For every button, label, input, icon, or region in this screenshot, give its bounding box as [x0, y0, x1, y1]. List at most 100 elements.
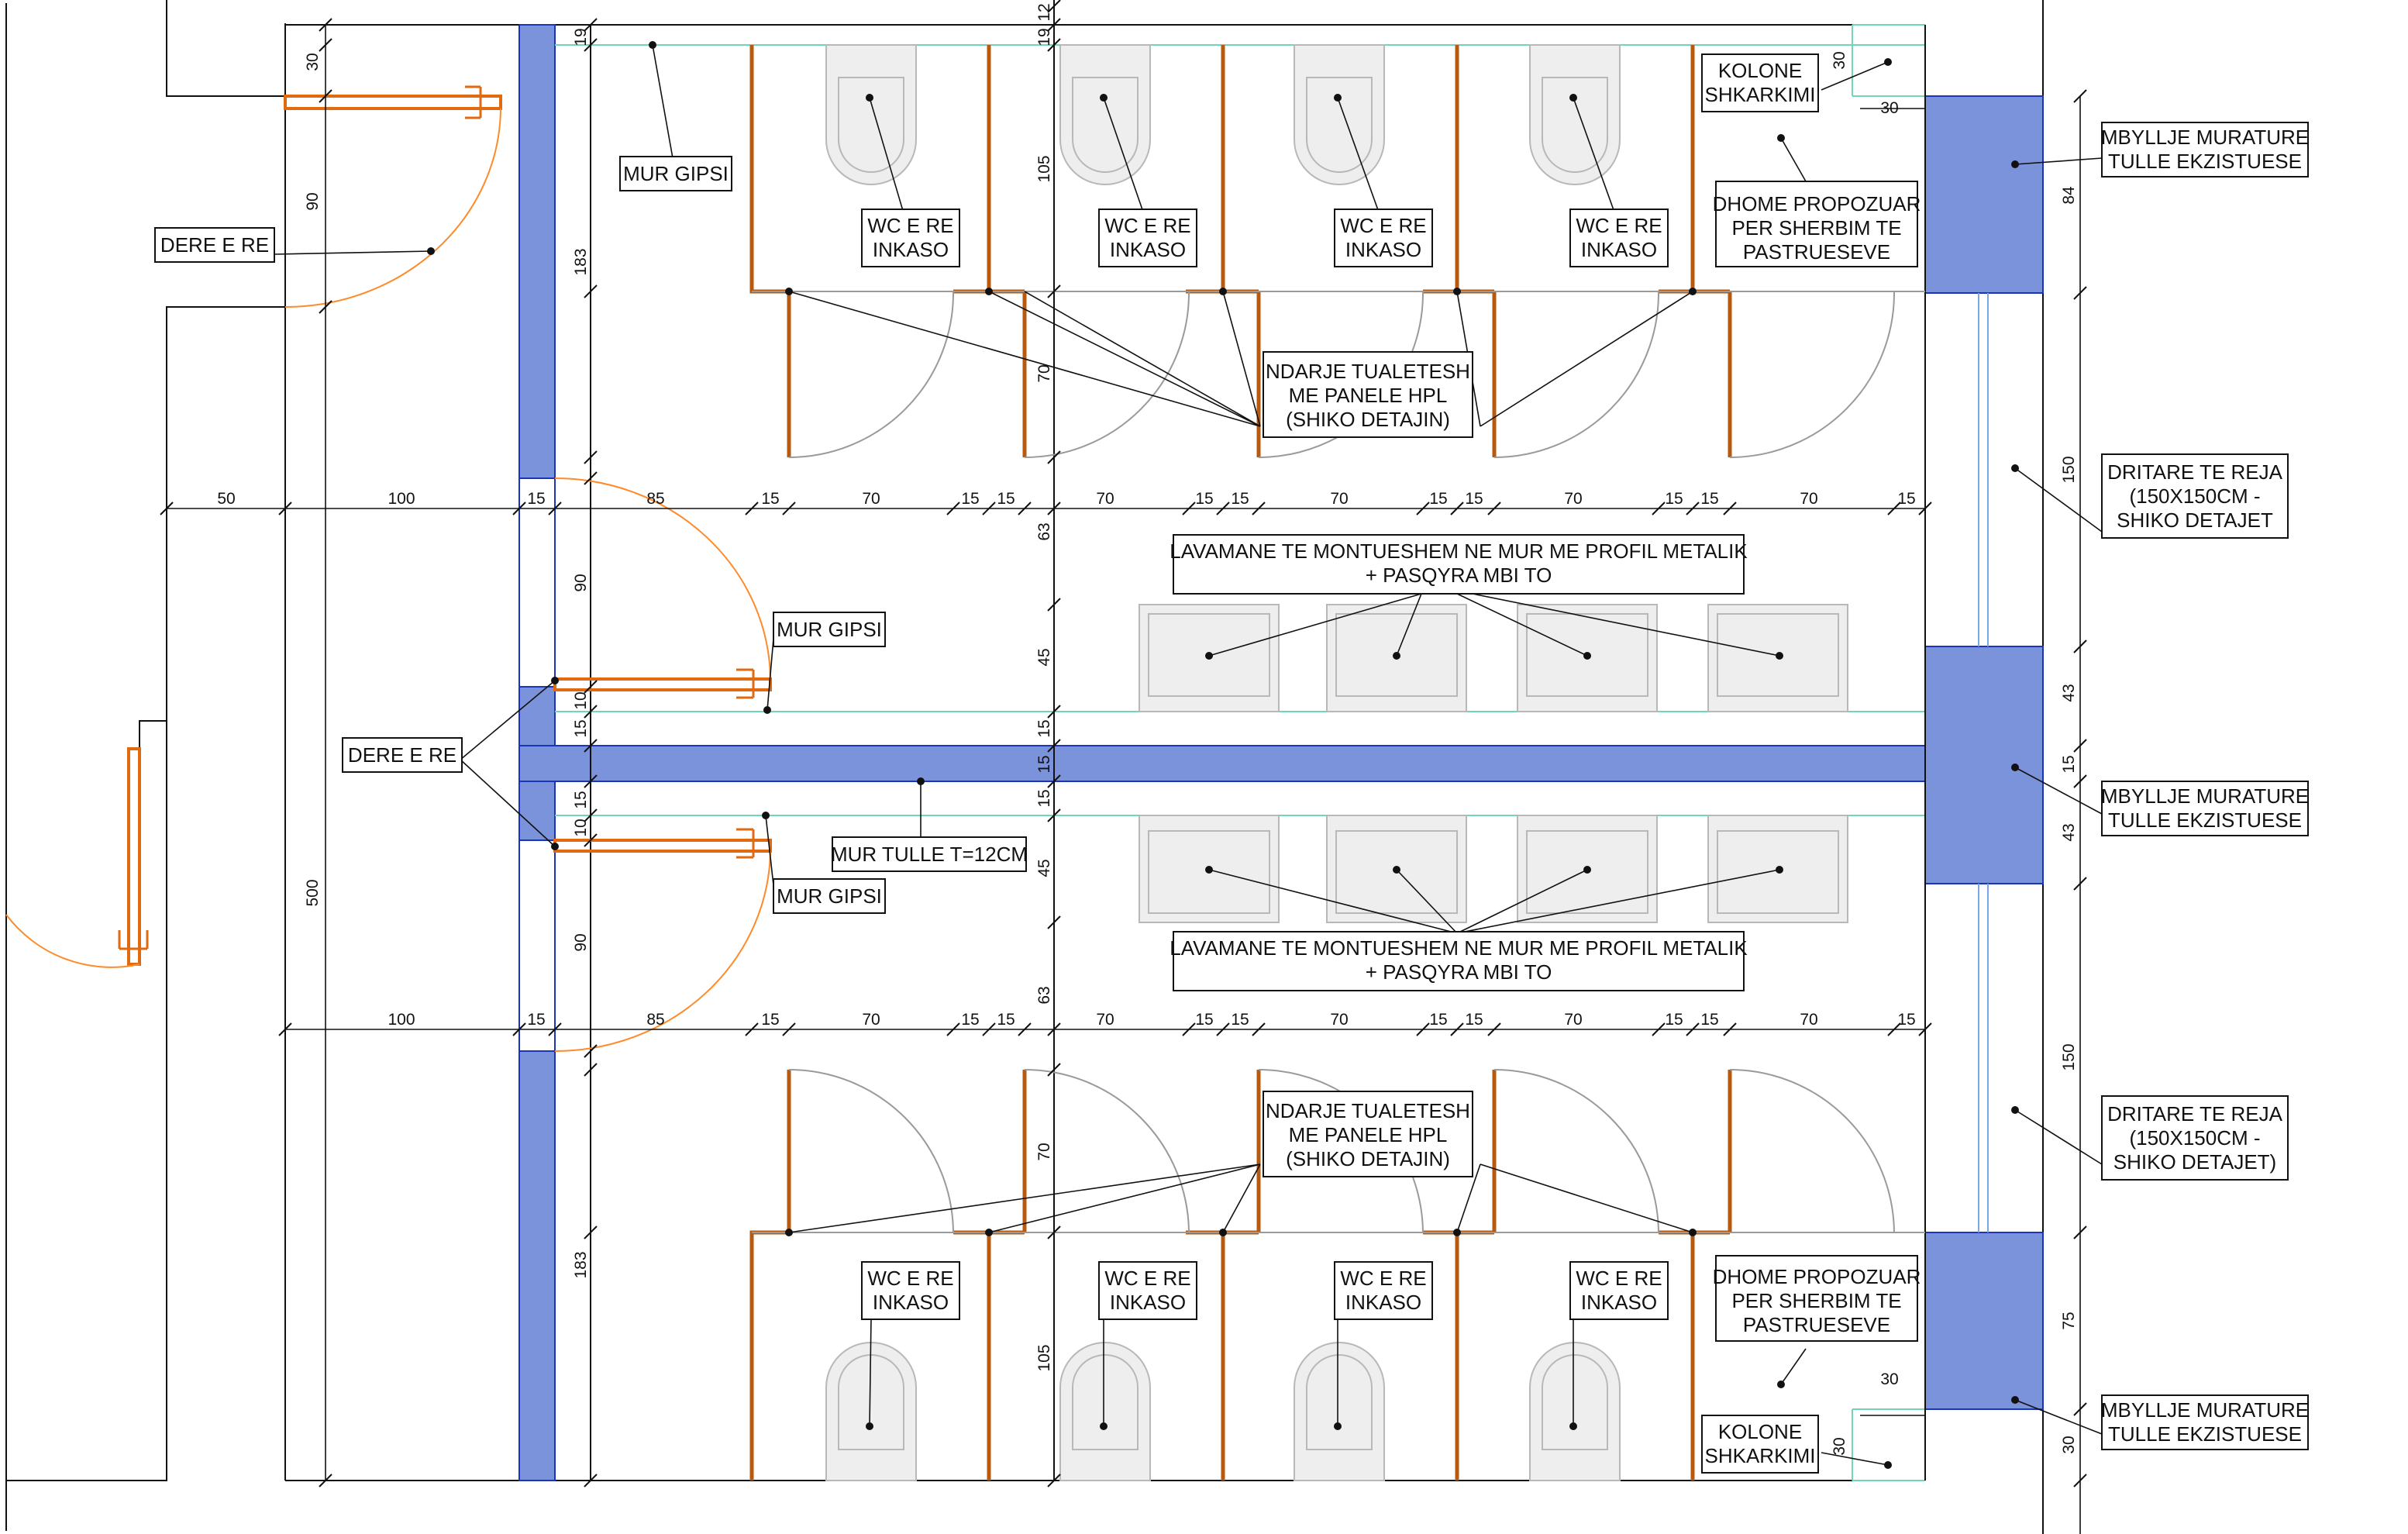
dimension-tick — [319, 38, 332, 52]
dimension-tick — [584, 284, 598, 298]
dim-row-top-1: 100 — [388, 490, 415, 508]
leader-dot — [1569, 1422, 1577, 1430]
label-wc-bottom-3: WC E RE INKASO — [1334, 1261, 1433, 1320]
dimension-tick — [1686, 502, 1700, 515]
dimension-tick — [1450, 502, 1464, 515]
dimension-tick — [946, 502, 960, 515]
leader-dot — [1453, 1229, 1461, 1236]
label-mbyllje-line1: MBYLLJE MURATURE — [2101, 126, 2309, 149]
label-kolone-top: KOLONE SHKARKIMI — [1701, 53, 1819, 112]
leader-dot — [1334, 1422, 1342, 1430]
leader-dots — [427, 41, 2019, 1469]
dimension-tick — [584, 1044, 598, 1058]
label-wc-line2: INKASO — [1345, 238, 1421, 261]
dim-kolone-bottom-h: 30 — [1880, 1370, 1898, 1388]
label-ndarje-line2: ME PANELE HPL — [1289, 1123, 1448, 1146]
leader-dot — [866, 1422, 873, 1430]
label-wc-line2: INKASO — [873, 1291, 949, 1314]
leader-dot — [1219, 288, 1227, 295]
leader-dot — [1393, 652, 1400, 660]
leader-dot — [1219, 1229, 1227, 1236]
left-wall-bottom — [518, 1050, 556, 1481]
dimension-tick — [2073, 877, 2087, 891]
dimension-tick — [584, 1063, 598, 1077]
dim-row-top-8: 70 — [1096, 490, 1114, 508]
dim-row-top-10: 15 — [1231, 490, 1249, 508]
dim-row-bottom-2: 85 — [646, 1011, 664, 1029]
dimension-tick — [745, 1022, 759, 1036]
label-wc-top-4: WC E RE INKASO — [1569, 209, 1669, 267]
label-kolone-bottom: KOLONE SHKARKIMI — [1701, 1415, 1819, 1474]
wc-fixtures — [825, 44, 1621, 1481]
dimension-tick — [584, 774, 598, 788]
label-wc-line2: INKASO — [873, 238, 949, 261]
label-mur-gipsi-top: MUR GIPSI — [619, 156, 732, 191]
label-lavamane-line2: + PASQYRA MBI TO — [1366, 960, 1552, 984]
dimension-tick — [1182, 1022, 1196, 1036]
label-dritare-line3: SHIKO DETAJET — [2117, 508, 2273, 532]
label-dritare-line1: DRITARE TE REJA — [2107, 460, 2283, 484]
leader-dot — [785, 288, 793, 295]
dimension-tick — [548, 502, 562, 515]
dim-inner-4: 15 — [572, 719, 590, 737]
dimension-tick — [1723, 502, 1737, 515]
leader-dot — [551, 843, 559, 850]
wc-fixture — [825, 44, 917, 185]
dimension-tick — [2073, 639, 2087, 653]
label-wc-line2: INKASO — [1581, 1291, 1657, 1314]
dim-inner-2: 90 — [572, 574, 590, 591]
dim-row-top-2: 15 — [527, 490, 545, 508]
door-leaf-mid-upper — [553, 677, 772, 691]
dimension-tick — [584, 739, 598, 753]
dimension-tick — [1047, 18, 1061, 32]
dim-row-top-11: 70 — [1330, 490, 1348, 508]
dim-row-bottom-6: 15 — [997, 1011, 1015, 1029]
label-dere-top-text: DERE E RE — [160, 233, 269, 257]
dimension-tick — [946, 1022, 960, 1036]
dimension-tick — [982, 502, 996, 515]
wc-fixture — [1059, 1342, 1151, 1481]
dim-row-top-15: 15 — [1665, 490, 1683, 508]
dimension-tick — [160, 502, 174, 515]
label-lavamane-bottom: LAVAMANE TE MONTUESHEM NE MUR ME PROFIL … — [1170, 931, 1748, 991]
dim-row-bottom-17: 15 — [1897, 1011, 1915, 1029]
dimension-tick — [548, 1022, 562, 1036]
label-kolone-line2: SHKARKIMI — [1704, 1444, 1815, 1467]
dimension-ticks — [160, 0, 2087, 1487]
dim-row-bottom-4: 70 — [862, 1011, 880, 1029]
dimension-tick — [1887, 502, 1901, 515]
dimension-tick — [1047, 915, 1061, 929]
dimension-tick — [319, 300, 332, 314]
dimension-tick — [584, 471, 598, 485]
label-mur-gipsi-mid-down-text: MUR GIPSI — [777, 884, 882, 908]
dim-row-bottom-16: 70 — [1800, 1011, 1817, 1029]
leader-dot — [785, 1229, 793, 1236]
dim-center-8: 15 — [1035, 789, 1053, 807]
label-dritare-line3: SHIKO DETAJET) — [2113, 1150, 2276, 1174]
right-closure-middle — [1924, 646, 2044, 884]
dim-row-bottom-9: 15 — [1231, 1011, 1249, 1029]
dim-left-1: 90 — [304, 192, 322, 210]
dim-right-4: 43 — [2060, 823, 2078, 841]
label-dere-mid: DERE E RE — [342, 737, 463, 773]
label-wc-top-1: WC E RE INKASO — [861, 209, 960, 267]
dim-inner-0: 19 — [572, 28, 590, 46]
label-wc-top-2: WC E RE INKASO — [1098, 209, 1197, 267]
dimension-tick — [584, 1474, 598, 1487]
label-dere-top: DERE E RE — [154, 227, 275, 263]
dim-left-2: 500 — [304, 879, 322, 906]
label-wc-bottom-2: WC E RE INKASO — [1098, 1261, 1197, 1320]
leader-dot — [1776, 866, 1783, 874]
dim-center-11: 70 — [1035, 1143, 1053, 1160]
label-dritare-top: DRITARE TE REJA (150X150CM - SHIKO DETAJ… — [2101, 453, 2289, 539]
dimension-tick — [2073, 774, 2087, 788]
label-kolone-line1: KOLONE — [1718, 1420, 1802, 1443]
leader-dot — [1777, 1381, 1785, 1388]
dimension-tick — [2073, 1402, 2087, 1416]
label-mbyllje-line1: MBYLLJE MURATURE — [2101, 1398, 2309, 1422]
leader-dot — [1100, 94, 1108, 102]
wc-fixture — [1529, 44, 1621, 185]
dimension-tick — [584, 1225, 598, 1239]
label-ndarje-line3: (SHIKO DETAJIN) — [1286, 408, 1450, 431]
door-leaf-mid-lower — [553, 839, 772, 853]
